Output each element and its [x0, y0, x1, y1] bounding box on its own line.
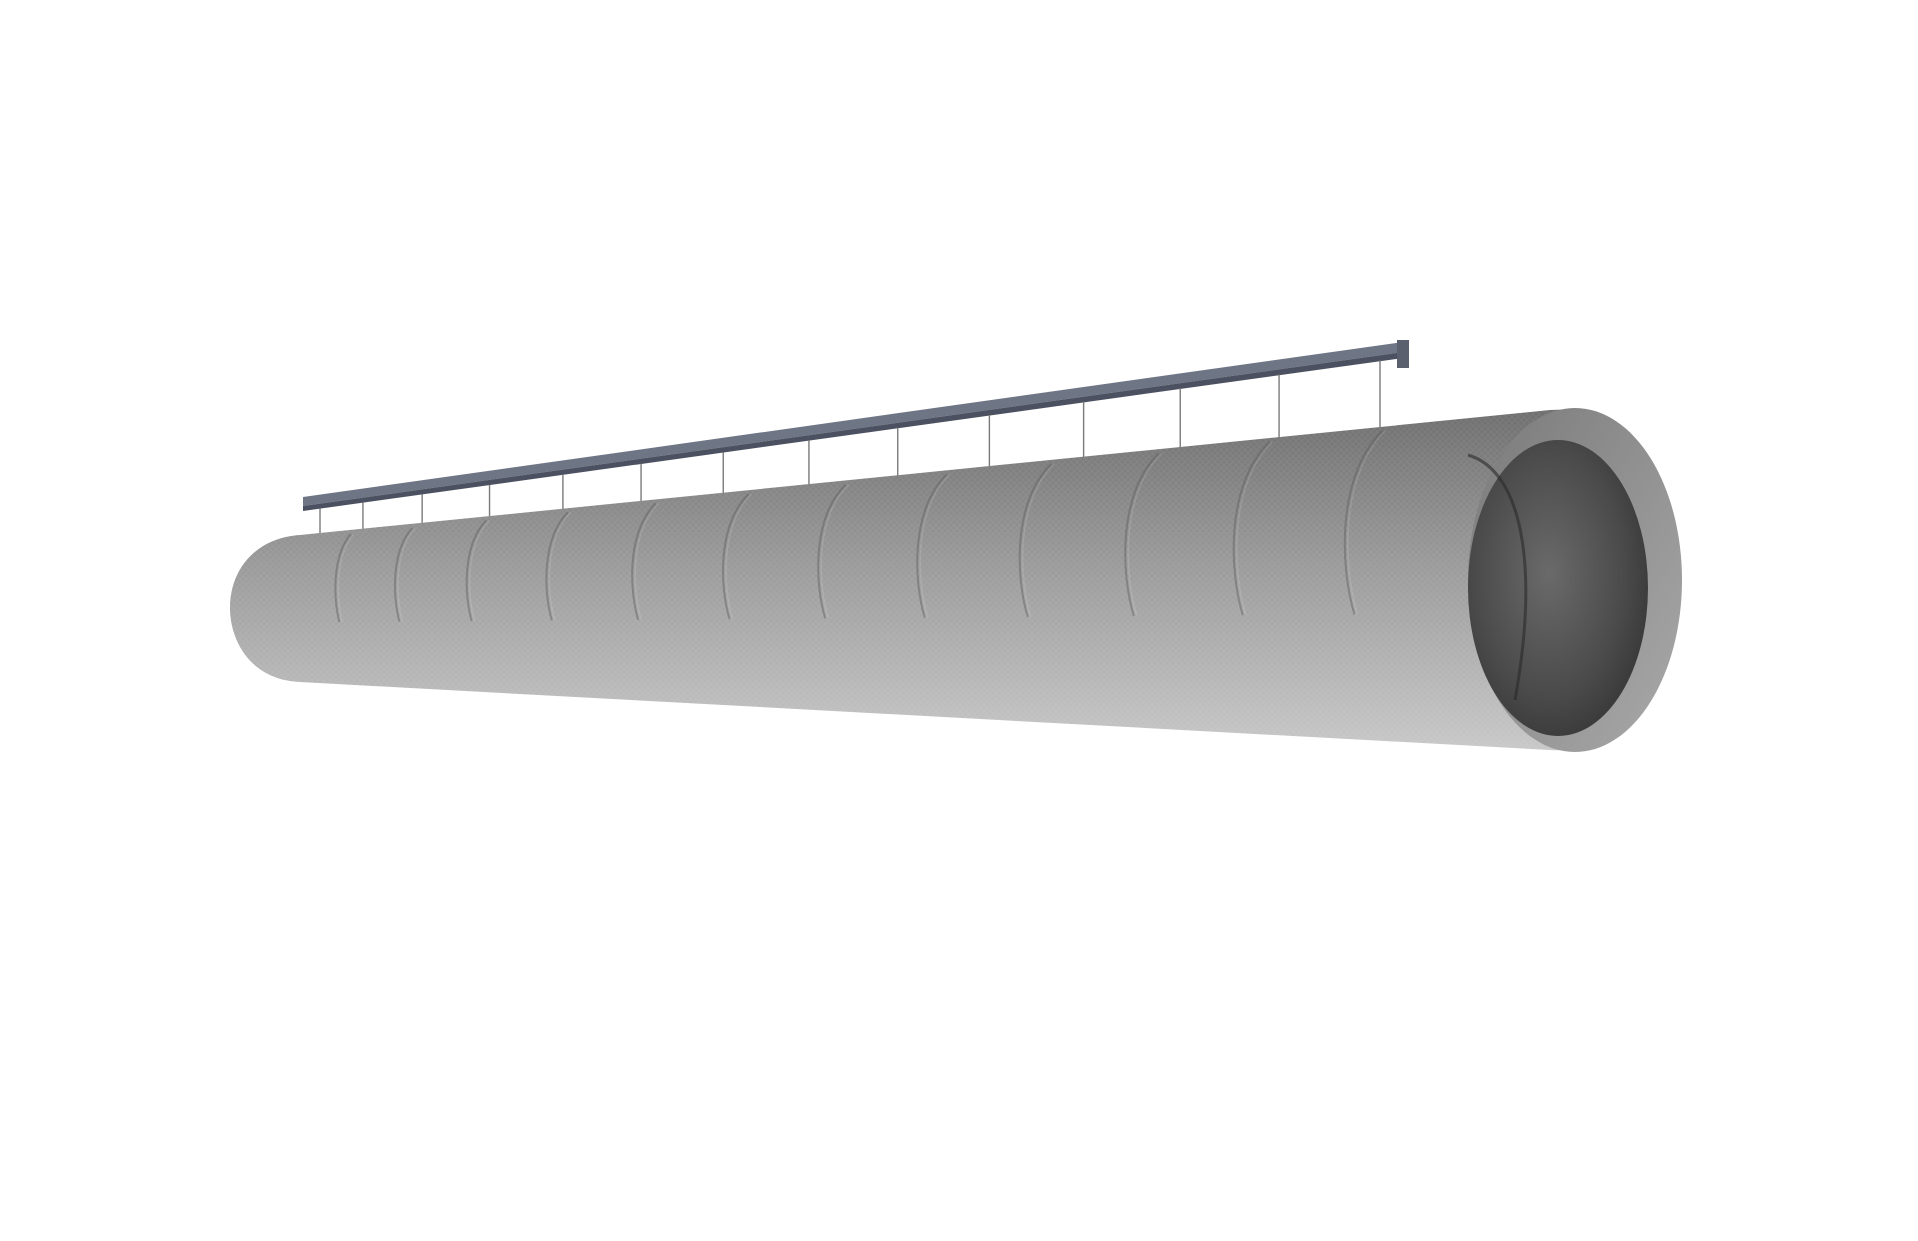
- suspension-rail: [303, 340, 1409, 511]
- duct-seam: [465, 519, 487, 622]
- duct-seam: [631, 502, 657, 621]
- duct-seam-highlight: [468, 519, 490, 622]
- duct-seam: [1124, 452, 1160, 617]
- duct-seam-highlight: [1347, 430, 1387, 615]
- duct-seam: [722, 493, 750, 620]
- duct-seam: [1018, 463, 1053, 618]
- duct-seam-highlight: [725, 493, 753, 620]
- duct-seam: [1343, 430, 1384, 615]
- duct-seam-highlight: [397, 527, 417, 622]
- duct-seam: [916, 473, 948, 618]
- duct-opening: [1467, 408, 1682, 752]
- duct-inner: [1468, 440, 1648, 736]
- duct-seam: [545, 511, 569, 621]
- duct-seam-highlight: [820, 483, 850, 619]
- rail-top-face: [303, 342, 1403, 506]
- duct-body: [230, 409, 1680, 751]
- duct-inner-seam: [1467, 453, 1528, 701]
- duct-weave-texture: [230, 409, 1680, 751]
- duct-seam-highlight: [548, 511, 572, 621]
- duct-seam-highlight: [337, 533, 355, 623]
- duct-seam: [817, 483, 847, 619]
- duct-seams: [334, 430, 1387, 623]
- rail-side-face: [303, 352, 1403, 511]
- duct-seam-highlight: [1236, 441, 1273, 616]
- duct-seam: [1232, 441, 1271, 616]
- rail-end-cap: [1397, 340, 1409, 368]
- duct-seam-highlight: [1127, 452, 1163, 617]
- duct-seam-highlight: [919, 473, 951, 618]
- duct-seam: [334, 533, 352, 623]
- duct-seam-highlight: [1021, 463, 1055, 618]
- duct-seam-highlight: [634, 502, 660, 620]
- duct-seam: [393, 527, 414, 622]
